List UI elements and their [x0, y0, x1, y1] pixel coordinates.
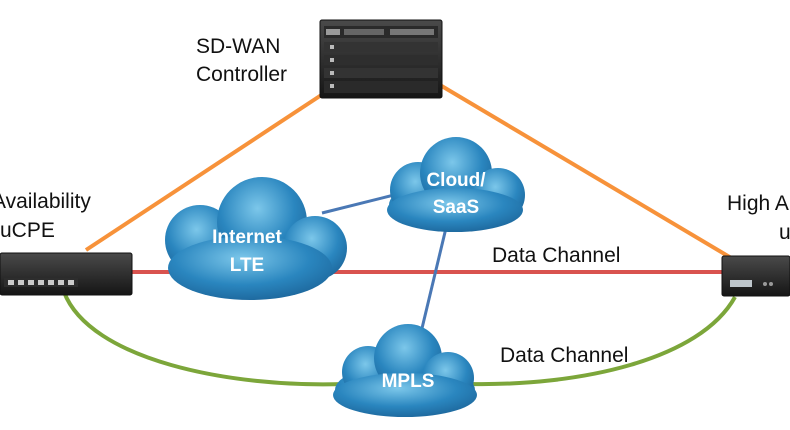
internet-cloud-label-line2: LTE: [230, 255, 264, 276]
internet-cloud-label-line1: Internet: [212, 227, 282, 248]
controller-label-line2: Controller: [196, 63, 288, 86]
controller-label-line1: SD-WAN: [196, 35, 281, 58]
mpls-cloud-label: MPLS: [382, 371, 435, 392]
data-channel-label-top: Data Channel: [492, 244, 621, 267]
left-site-label-line1: Availability: [0, 190, 91, 213]
cloud-to-mpls-link: [416, 227, 448, 346]
internet-to-cloud-link: [321, 192, 399, 215]
left-site-label-line2: uCPE: [0, 219, 55, 242]
left-ucpe-device: [0, 252, 133, 296]
right-site-label-line1: High A: [727, 192, 789, 215]
saas-cloud-label-line2: SaaS: [433, 197, 479, 218]
data-channel-label-bottom: Data Channel: [500, 344, 629, 367]
controller-left-link: [84, 86, 334, 252]
controller-right-link: [438, 83, 740, 264]
saas-cloud-label-line1: Cloud/: [426, 170, 486, 191]
saas-cloud: Cloud/ SaaS: [387, 137, 525, 232]
internet-cloud: Internet LTE: [165, 177, 347, 300]
right-ucpe-device: [721, 255, 790, 297]
mpls-cloud: MPLS: [333, 324, 477, 417]
right-site-label-line2: u: [779, 221, 790, 244]
controller-chassis: [319, 19, 443, 99]
